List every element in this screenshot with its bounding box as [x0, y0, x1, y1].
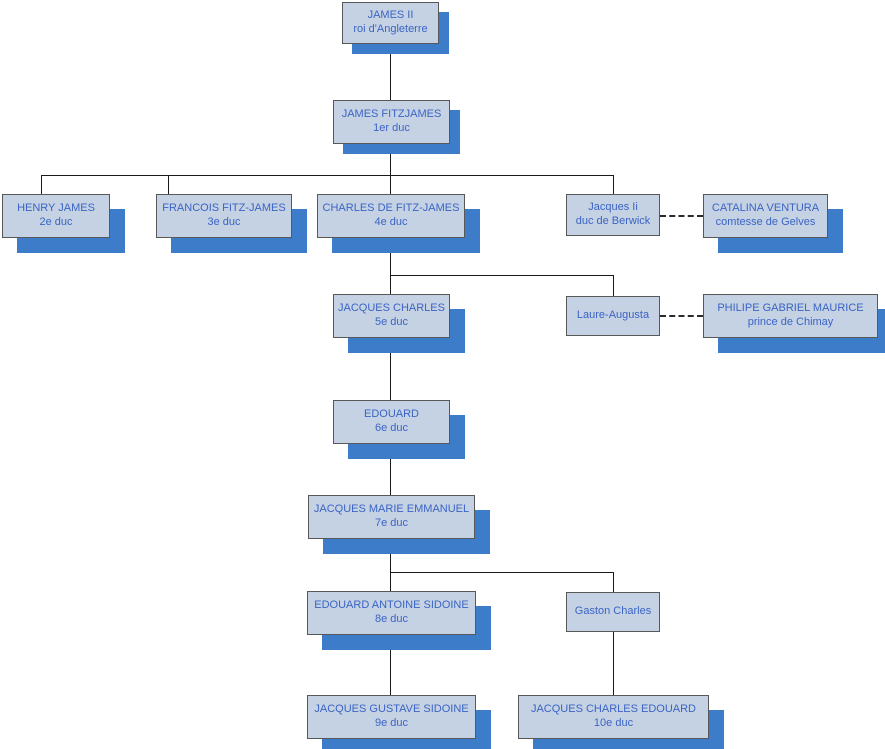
node-jacques-charles-edouard-10e-duc[interactable]: JACQUES CHARLES EDOUARD 10e duc: [518, 695, 709, 739]
node-jacques-ii-duc-de-berwick[interactable]: Jacques Ii duc de Berwick: [566, 194, 660, 236]
node-laure-augusta[interactable]: Laure-Augusta: [566, 296, 660, 336]
connector-james2-duc1: [390, 44, 391, 100]
node-henry-james-2e-duc[interactable]: HENRY JAMES 2e duc: [2, 194, 110, 238]
node-name: Gaston Charles: [574, 605, 652, 618]
node-name: JACQUES GUSTAVE SIDOINE: [314, 703, 469, 716]
connector-drop-duc2: [41, 175, 42, 194]
connector-duc7-stem: [390, 539, 391, 591]
node-name: EDOUARD: [363, 408, 419, 421]
connector-drop-laure: [613, 275, 614, 296]
node-subtitle: roi d'Angleterre: [353, 23, 428, 35]
connector-duc6-duc7: [390, 444, 391, 495]
connector-drop-duc4: [390, 175, 391, 194]
node-subtitle: 3e duc: [207, 216, 241, 228]
node-name: EDOUARD ANTOINE SIDOINE: [314, 599, 469, 612]
node-francois-fitz-james-3e-duc[interactable]: FRANCOIS FITZ-JAMES 3e duc: [156, 194, 292, 238]
connector-duc8-duc9: [390, 635, 391, 695]
node-name: JACQUES MARIE EMMANUEL: [313, 503, 470, 516]
node-philipe-gabriel-maurice[interactable]: PHILIPE GABRIEL MAURICE prince de Chimay: [703, 294, 878, 338]
node-jacques-charles-5e-duc[interactable]: JACQUES CHARLES 5e duc: [333, 294, 450, 338]
node-subtitle: 7e duc: [374, 517, 409, 529]
node-name: FRANCOIS FITZ-JAMES: [162, 202, 286, 215]
node-subtitle: 2e duc: [39, 216, 73, 228]
marriage-link-laure-philipe: [660, 315, 703, 317]
node-name: Jacques Ii: [588, 201, 638, 214]
node-subtitle: 10e duc: [593, 717, 634, 729]
marriage-link-jacques2-catalina: [660, 215, 703, 217]
node-subtitle: 1er duc: [373, 122, 410, 134]
node-jacques-marie-emmanuel-7e-duc[interactable]: JACQUES MARIE EMMANUEL 7e duc: [308, 495, 475, 539]
connector-duc1-stem: [390, 144, 391, 194]
node-subtitle: prince de Chimay: [747, 316, 834, 328]
connector-drop-gaston: [613, 572, 614, 592]
connector-drop-jacques2: [613, 175, 614, 194]
node-subtitle: 8e duc: [374, 613, 409, 625]
node-name: CHARLES DE FITZ-JAMES: [322, 202, 460, 215]
node-gaston-charles[interactable]: Gaston Charles: [566, 592, 660, 632]
node-catalina-ventura[interactable]: CATALINA VENTURA comtesse de Gelves: [703, 194, 828, 238]
node-james-fitzjames-1er-duc[interactable]: JAMES FITZJAMES 1er duc: [333, 100, 450, 144]
node-name: JACQUES CHARLES EDOUARD: [530, 703, 697, 716]
node-subtitle: 6e duc: [374, 422, 409, 434]
node-subtitle: 4e duc: [374, 216, 408, 228]
node-james-ii[interactable]: JAMES II roi d'Angleterre: [342, 2, 439, 44]
connector-sibling-bus-gen2: [41, 175, 613, 176]
node-edouard-antoine-sidoine-8e-duc[interactable]: EDOUARD ANTOINE SIDOINE 8e duc: [307, 591, 476, 635]
connector-bus-gen3: [390, 275, 613, 276]
node-name: PHILIPE GABRIEL MAURICE: [717, 302, 864, 315]
node-subtitle: duc de Berwick: [575, 215, 651, 227]
node-subtitle: comtesse de Gelves: [715, 216, 816, 228]
connector-duc5-duc6: [390, 338, 391, 400]
node-name: JACQUES CHARLES: [338, 302, 445, 315]
connector-drop-duc3: [168, 175, 169, 194]
connector-gaston-duc10: [613, 632, 614, 695]
node-name: HENRY JAMES: [17, 202, 95, 215]
node-charles-de-fitz-james-4e-duc[interactable]: CHARLES DE FITZ-JAMES 4e duc: [317, 194, 465, 238]
node-subtitle: 9e duc: [374, 717, 409, 729]
node-name: CATALINA VENTURA: [711, 202, 820, 215]
node-subtitle: 5e duc: [374, 316, 409, 328]
node-edouard-6e-duc[interactable]: EDOUARD 6e duc: [333, 400, 450, 444]
node-name: Laure-Augusta: [576, 309, 650, 322]
node-name: JAMES FITZJAMES: [341, 108, 442, 121]
connector-bus-gen8: [390, 572, 613, 573]
connector-duc4-stem: [390, 238, 391, 294]
node-name: JAMES II: [367, 9, 414, 22]
node-jacques-gustave-sidoine-9e-duc[interactable]: JACQUES GUSTAVE SIDOINE 9e duc: [307, 695, 476, 739]
